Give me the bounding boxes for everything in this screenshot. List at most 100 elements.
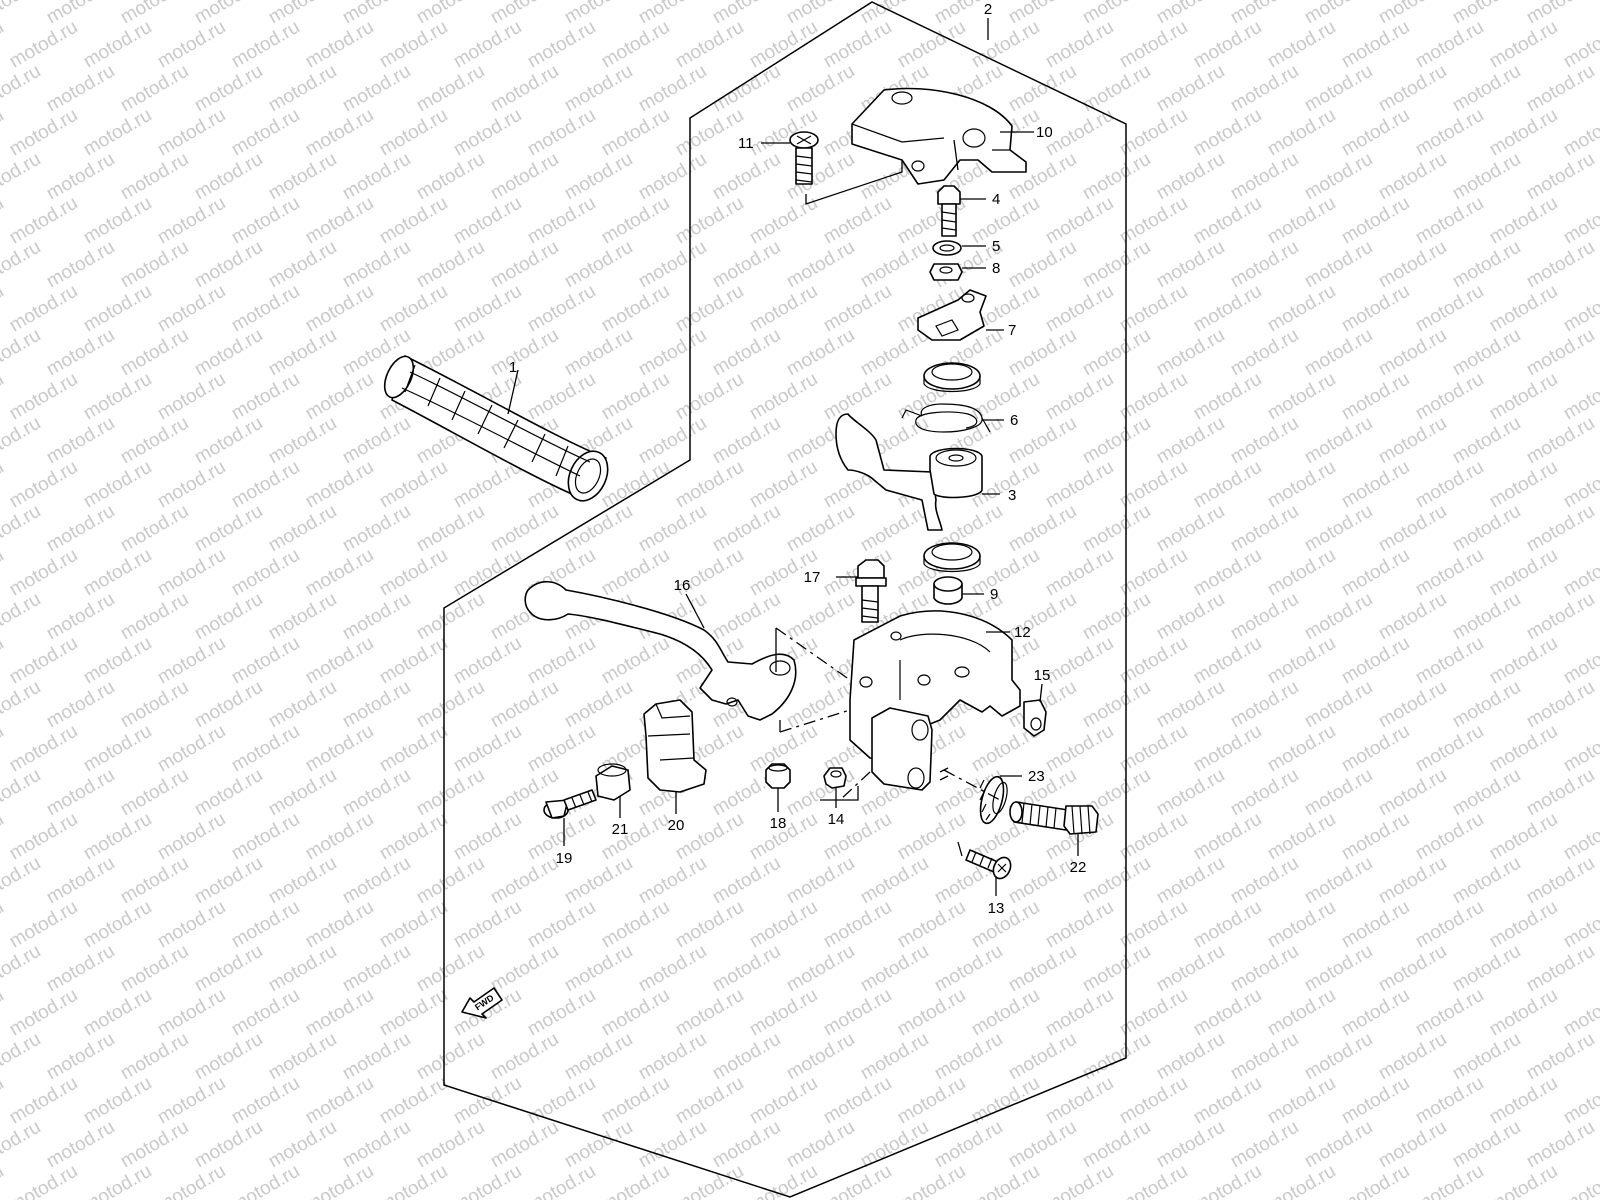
watermark-text: motod.ru [524, 105, 599, 161]
watermark-text: motod.ru [1264, 281, 1339, 337]
watermark-text: motod.ru [894, 809, 969, 865]
watermark-text: motod.ru [413, 149, 488, 205]
watermark-text: motod.ru [1523, 237, 1598, 293]
watermark-text: motod.ru [1116, 897, 1191, 953]
watermark-text: motod.ru [450, 633, 525, 689]
watermark-text: motod.ru [487, 325, 562, 381]
watermark-text: motod.ru [1449, 149, 1524, 205]
callout-22: 22 [1070, 859, 1087, 876]
watermark-text: motod.ru [339, 0, 414, 28]
watermark-text: motod.ru [376, 897, 451, 953]
watermark-text: motod.ru [1116, 1073, 1191, 1129]
watermark-text: motod.ru [117, 501, 192, 557]
part-nut-18 [765, 763, 791, 789]
watermark-text: motod.ru [339, 501, 414, 557]
watermark-text: motod.ru [1005, 61, 1080, 117]
watermark-text: motod.ru [857, 941, 932, 997]
watermark-text: motod.ru [0, 501, 44, 557]
watermark-text: motod.ru [709, 941, 784, 997]
watermark-text: motod.ru [6, 1073, 81, 1129]
watermark-text: motod.ru [820, 281, 895, 337]
watermark-text: motod.ru [0, 193, 7, 249]
watermark-text: motod.ru [1042, 369, 1117, 425]
watermark-text: motod.ru [1116, 1161, 1191, 1200]
watermark-text: motod.ru [1486, 985, 1561, 1041]
watermark-text: motod.ru [1486, 809, 1561, 865]
watermark-text: motod.ru [413, 61, 488, 117]
watermark-text: motod.ru [1338, 281, 1413, 337]
watermark-text: motod.ru [413, 237, 488, 293]
watermark-text: motod.ru [1153, 1029, 1228, 1085]
watermark-text: motod.ru [450, 105, 525, 161]
watermark-text: motod.ru [1301, 237, 1376, 293]
watermark-text: motod.ru [709, 61, 784, 117]
watermark-text: motod.ru [43, 589, 118, 645]
watermark-text: motod.ru [80, 193, 155, 249]
watermark-text: motod.ru [1005, 1029, 1080, 1085]
callout-19: 19 [556, 850, 573, 867]
watermark-text: motod.ru [1079, 61, 1154, 117]
part-nut-8 [929, 263, 963, 281]
watermark-text: motod.ru [820, 1073, 895, 1129]
watermark-text: motod.ru [450, 281, 525, 337]
watermark-text: motod.ru [1338, 17, 1413, 73]
watermark-text: motod.ru [1153, 413, 1228, 469]
watermark-text: motod.ru [524, 17, 599, 73]
watermark-text: motod.ru [6, 897, 81, 953]
watermark-text: motod.ru [339, 765, 414, 821]
watermark-text: motod.ru [1523, 941, 1598, 997]
watermark-text: motod.ru [265, 765, 340, 821]
watermark-text: motod.ru [1486, 369, 1561, 425]
watermark-text: motod.ru [80, 457, 155, 513]
watermark-text: motod.ru [376, 1161, 451, 1200]
watermark-text: motod.ru [487, 677, 562, 733]
watermark-text: motod.ru [561, 0, 636, 28]
watermark-text: motod.ru [302, 17, 377, 73]
watermark-text: motod.ru [191, 325, 266, 381]
watermark-text: motod.ru [598, 1073, 673, 1129]
watermark-text: motod.ru [561, 149, 636, 205]
watermark-text: motod.ru [598, 193, 673, 249]
watermark-text: motod.ru [1190, 17, 1265, 73]
watermark-text: motod.ru [1042, 1161, 1117, 1200]
watermark-text: motod.ru [1560, 369, 1600, 425]
watermark-text: motod.ru [302, 985, 377, 1041]
watermark-text: motod.ru [746, 193, 821, 249]
watermark-text: motod.ru [968, 985, 1043, 1041]
watermark-text: motod.ru [820, 985, 895, 1041]
watermark-text: motod.ru [709, 589, 784, 645]
watermark-text: motod.ru [413, 765, 488, 821]
watermark-text: motod.ru [117, 149, 192, 205]
watermark-text: motod.ru [1153, 853, 1228, 909]
watermark-text: motod.ru [1375, 765, 1450, 821]
callout-10: 10 [1036, 124, 1053, 141]
watermark-text: motod.ru [80, 809, 155, 865]
watermark-text: motod.ru [487, 941, 562, 997]
watermark-text: motod.ru [265, 413, 340, 469]
watermark-text: motod.ru [6, 281, 81, 337]
watermark-text: motod.ru [524, 721, 599, 777]
watermark-text: motod.ru [191, 501, 266, 557]
watermark-text: motod.ru [6, 721, 81, 777]
watermark-text: motod.ru [1153, 501, 1228, 557]
watermark-text: motod.ru [0, 1029, 44, 1085]
watermark-text: motod.ru [265, 0, 340, 28]
part-throttle-lever-3 [835, 413, 983, 531]
watermark-text: motod.ru [302, 369, 377, 425]
watermark-text: motod.ru [0, 677, 44, 733]
watermark-text: motod.ru [0, 237, 44, 293]
watermark-text: motod.ru [0, 1073, 7, 1129]
watermark-text: motod.ru [1190, 545, 1265, 601]
watermark-text: motod.ru [709, 413, 784, 469]
watermark-text: motod.ru [1227, 237, 1302, 293]
watermark-text: motod.ru [1486, 281, 1561, 337]
watermark-text: motod.ru [80, 17, 155, 73]
watermark-text: motod.ru [191, 1117, 266, 1173]
watermark-text: motod.ru [1264, 369, 1339, 425]
watermark-text: motod.ru [598, 897, 673, 953]
watermark-text: motod.ru [117, 61, 192, 117]
watermark-text: motod.ru [228, 1161, 303, 1200]
watermark-text: motod.ru [450, 193, 525, 249]
watermark-text: motod.ru [1523, 853, 1598, 909]
watermark-text: motod.ru [376, 281, 451, 337]
